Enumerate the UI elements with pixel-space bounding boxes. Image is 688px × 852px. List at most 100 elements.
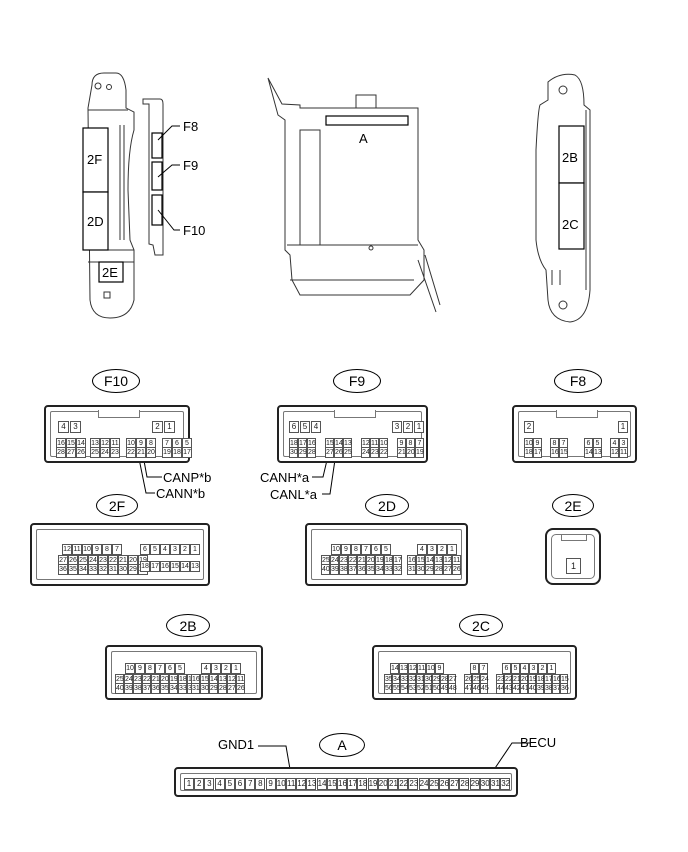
callout-becu: BECU — [520, 735, 557, 750]
pin-A-15: 15 — [326, 778, 337, 790]
pin-A-3: 3 — [204, 778, 215, 790]
pin-2B-5: 5 — [175, 663, 185, 674]
side-strip-outline — [142, 98, 164, 256]
pin-F8-11: 11 — [619, 447, 628, 458]
part-2E-box — [98, 261, 124, 283]
pin-F9-1: 1 — [414, 421, 424, 433]
pin-2F-7: 7 — [112, 544, 122, 555]
pin-2C-48: 48 — [448, 683, 457, 694]
pin-2D-29: 29 — [425, 564, 434, 575]
pin-F9-22: 22 — [379, 447, 388, 458]
pin-2B-39: 39 — [124, 683, 133, 694]
pin-2B-33: 33 — [178, 683, 187, 694]
pin-2C-53: 53 — [408, 683, 417, 694]
pin-2F-12: 12 — [62, 544, 72, 555]
pin-A-24: 24 — [418, 778, 429, 790]
pin-2F-15: 15 — [170, 561, 180, 572]
pin-F8-17: 17 — [533, 447, 542, 458]
pin-2C-2: 2 — [538, 663, 547, 674]
pin-F9-3: 3 — [392, 421, 402, 433]
pin-F9-26: 26 — [334, 447, 343, 458]
pin-2D-27: 27 — [443, 564, 452, 575]
pin-F8-13: 13 — [593, 447, 602, 458]
pin-2C-39: 39 — [536, 683, 545, 694]
pin-2D-6: 6 — [371, 544, 381, 555]
pin-A-23: 23 — [408, 778, 419, 790]
pin-2B-30: 30 — [200, 683, 209, 694]
pin-A-31: 31 — [490, 778, 500, 790]
pin-2B-9: 9 — [135, 663, 145, 674]
part-label-2D: 2D — [87, 214, 104, 229]
connector-F9-label: F9 — [333, 369, 381, 393]
pin-2B-38: 38 — [133, 683, 142, 694]
pin-2C-6: 6 — [502, 663, 511, 674]
pin-2C-50: 50 — [432, 683, 441, 694]
pin-2F-11: 11 — [72, 544, 82, 555]
pin-2C-44: 44 — [496, 683, 505, 694]
connector-F10-label: F10 — [92, 369, 140, 393]
callout-canp-b: CANP*b — [163, 470, 212, 485]
pin-2D-1: 1 — [447, 544, 457, 555]
connector-2D-label: 2D — [365, 494, 409, 517]
pin-2C-7: 7 — [479, 663, 488, 674]
pin-A-14: 14 — [316, 778, 327, 790]
pin-F9-19: 19 — [415, 447, 424, 458]
part-F8-box — [151, 132, 163, 159]
pin-2D-4: 4 — [417, 544, 427, 555]
connector-F8-label: F8 — [554, 369, 602, 393]
left-unit-outline — [87, 72, 135, 319]
pin-2C-46: 46 — [472, 683, 481, 694]
callout-canh-a: CANH*a — [260, 470, 310, 485]
pin-2C-52: 52 — [416, 683, 425, 694]
pin-2D-38: 38 — [339, 564, 348, 575]
connector-2F-label: 2F — [96, 494, 138, 517]
pin-2C-54: 54 — [400, 683, 409, 694]
pin-F8-15: 15 — [559, 447, 568, 458]
pin-2B-4: 4 — [201, 663, 211, 674]
pin-2F-18: 18 — [140, 561, 150, 572]
pin-2F-17: 17 — [150, 561, 160, 572]
pin-F8-2: 2 — [524, 421, 534, 433]
connector-2B: 1098765252423222120191817403938373635343… — [105, 645, 263, 700]
pin-A-1: 1 — [184, 778, 194, 790]
pin-A-21: 21 — [388, 778, 398, 790]
pin-2B-8: 8 — [145, 663, 155, 674]
pin-2C-47: 47 — [464, 683, 473, 694]
pin-F10-3: 3 — [70, 421, 81, 433]
part-label-2B: 2B — [562, 150, 578, 165]
pin-F8-12: 12 — [610, 447, 619, 458]
pin-A-16: 16 — [337, 778, 347, 790]
pin-A-19: 19 — [367, 778, 378, 790]
pin-2B-29: 29 — [209, 683, 218, 694]
connector-2B-label: 2B — [166, 614, 210, 637]
pin-2F-10: 10 — [82, 544, 92, 555]
pin-2C-13: 13 — [399, 663, 408, 674]
part-label-2E: 2E — [102, 265, 118, 280]
pin-A-27: 27 — [449, 778, 460, 790]
pin-F10-23: 23 — [110, 447, 120, 458]
right-unit-outline — [535, 73, 591, 323]
pin-A-10: 10 — [275, 778, 286, 790]
pin-2D-8: 8 — [351, 544, 361, 555]
pin-F10-22: 22 — [126, 447, 136, 458]
pin-F9-29: 29 — [298, 447, 307, 458]
pin-2F-13: 13 — [190, 561, 200, 572]
pin-F9-4: 4 — [311, 421, 321, 433]
pin-2C-3: 3 — [529, 663, 538, 674]
pin-A-4: 4 — [214, 778, 225, 790]
pin-2B-35: 35 — [160, 683, 169, 694]
pin-A-25: 25 — [428, 778, 439, 790]
pin-F9-27: 27 — [325, 447, 334, 458]
pin-A-18: 18 — [357, 778, 368, 790]
pin-F10-4: 4 — [58, 421, 69, 433]
pin-2B-2: 2 — [221, 663, 231, 674]
pin-F10-19: 19 — [162, 447, 172, 458]
pin-2D-35: 35 — [366, 564, 375, 575]
pin-2D-33: 33 — [384, 564, 393, 575]
